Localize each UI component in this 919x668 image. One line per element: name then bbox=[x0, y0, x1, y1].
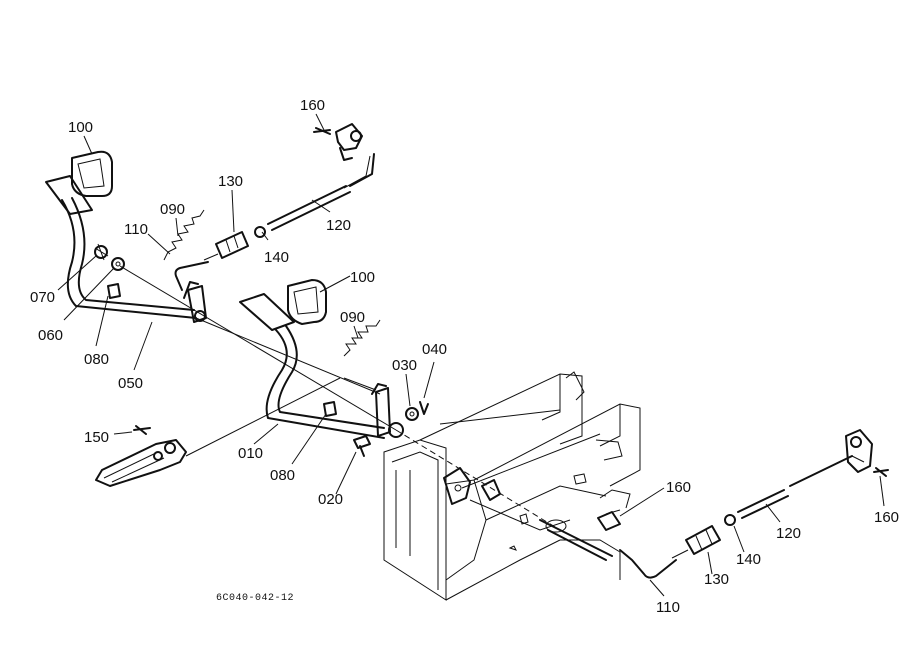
upper-spring bbox=[163, 209, 205, 261]
lower-spring bbox=[343, 319, 381, 357]
left-link-bracket bbox=[95, 377, 341, 487]
left-pedal-assembly bbox=[45, 150, 207, 323]
right-pedal-fasteners bbox=[323, 401, 429, 457]
callout-080-right: 080 bbox=[270, 467, 295, 484]
upper-rod-assembly bbox=[174, 123, 375, 291]
shaft-centerlines bbox=[119, 265, 561, 531]
left-pedal-fasteners bbox=[94, 243, 125, 299]
callout-120-lower: 120 bbox=[776, 525, 801, 542]
callout-140-upper: 140 bbox=[264, 249, 289, 266]
callout-010: 010 bbox=[238, 445, 263, 462]
callout-100-upper: 100 bbox=[68, 119, 93, 136]
callout-060: 060 bbox=[38, 327, 63, 344]
callout-110-lower: 110 bbox=[656, 599, 680, 616]
callout-160-upper: 160 bbox=[300, 97, 325, 114]
callout-050: 050 bbox=[118, 375, 143, 392]
drawing-code: 6C040-042-12 bbox=[216, 593, 294, 604]
callout-090-upper: 090 bbox=[160, 201, 185, 218]
callout-160-middle: 160 bbox=[666, 479, 691, 496]
frame-bracket bbox=[443, 467, 501, 505]
callout-070: 070 bbox=[30, 289, 55, 306]
lower-cotter-pin bbox=[873, 467, 889, 477]
callout-160-lower: 160 bbox=[874, 509, 899, 526]
callout-110-upper: 110 bbox=[124, 221, 148, 238]
callout-130-lower: 130 bbox=[704, 571, 729, 588]
lower-rod-assembly bbox=[597, 429, 873, 579]
callout-150: 150 bbox=[84, 429, 109, 446]
callout-120-upper: 120 bbox=[326, 217, 351, 234]
callout-130-upper: 130 bbox=[218, 173, 243, 190]
callout-100-lower: 100 bbox=[350, 269, 375, 286]
callout-labels: 100 160 130 090 110 140 120 070 060 080 … bbox=[30, 97, 899, 616]
transmission-frame bbox=[383, 371, 641, 601]
callout-140-lower: 140 bbox=[736, 551, 761, 568]
right-pedal-assembly bbox=[239, 279, 404, 439]
callout-080-left: 080 bbox=[84, 351, 109, 368]
callout-020: 020 bbox=[318, 491, 343, 508]
leader-lines bbox=[57, 113, 885, 597]
callout-030: 030 bbox=[392, 357, 417, 374]
upper-cotter-pin bbox=[313, 127, 331, 135]
callout-090-lower: 090 bbox=[340, 309, 365, 326]
callout-040: 040 bbox=[422, 341, 447, 358]
